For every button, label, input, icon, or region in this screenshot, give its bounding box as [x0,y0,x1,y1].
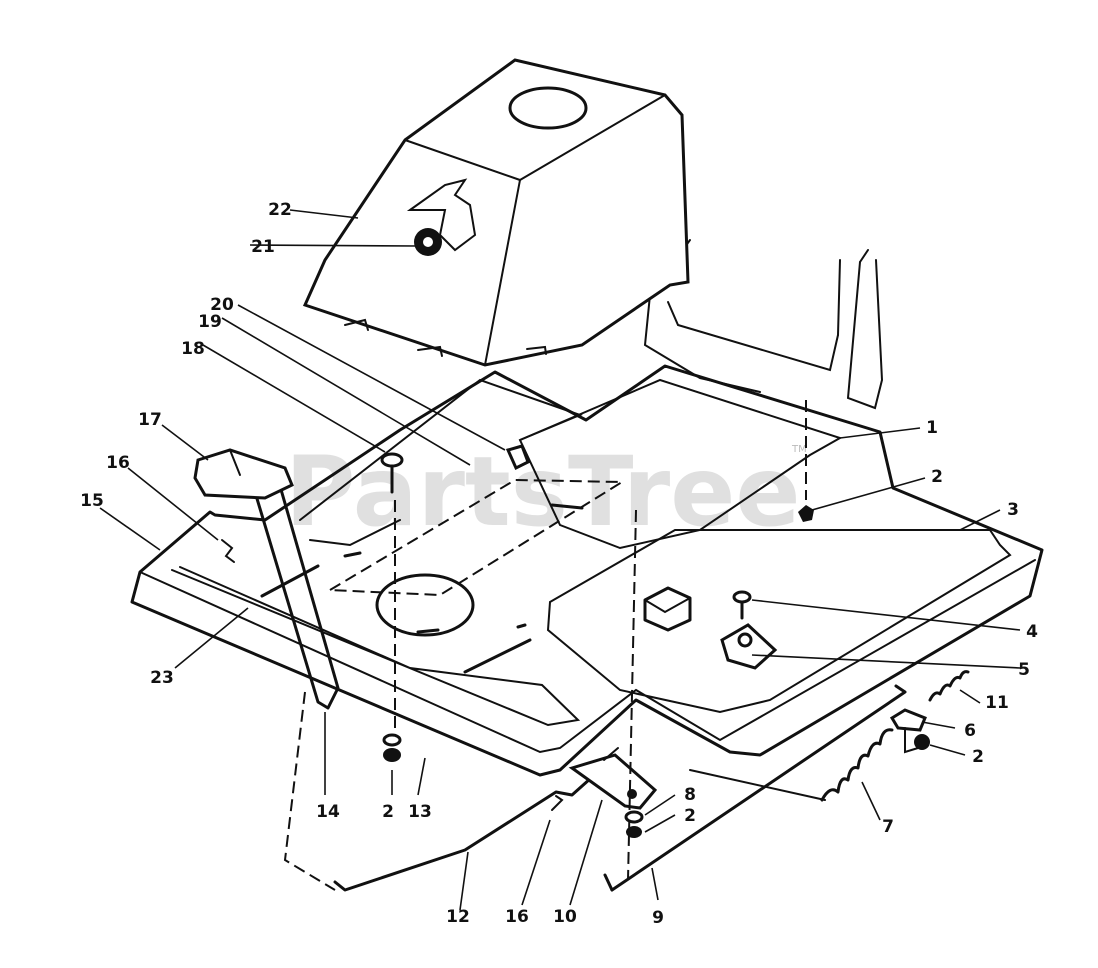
brake-rod [283,691,602,892]
callout-10: 10 [553,907,577,927]
link-plate [889,708,927,754]
fender-deck [130,364,1044,777]
callout-23: 23 [150,668,174,688]
callout-9: 9 [652,908,664,928]
callout-16: 16 [106,453,130,473]
callout-22: 22 [268,200,292,220]
callout-18: 18 [181,339,205,359]
callout-5: 5 [1018,660,1030,680]
callout-2: 2 [972,747,984,767]
callout-8: 8 [684,785,696,805]
pan-cover [302,58,690,367]
callout-7: 7 [882,817,894,837]
callout-11: 11 [985,693,1009,713]
spring-7 [689,728,894,802]
callout-4: 4 [1026,622,1038,642]
callout-1: 1 [926,418,938,438]
leader-lines [99,209,1021,911]
spring-11 [928,670,970,702]
callout-16: 16 [505,907,529,927]
callout-2: 2 [382,802,394,822]
bracket-plate [568,747,658,810]
callout-labels: 1 2 3 4 5 11 6 2 7 8 2 9 10 16 12 2 13 1… [80,200,1038,928]
callout-20: 20 [210,295,234,315]
callout-15: 15 [80,491,104,511]
callout-2: 2 [931,467,943,487]
callout-13: 13 [408,802,432,822]
watermark-trademark: TM [791,444,807,455]
callout-21: 21 [251,237,275,257]
rod [603,509,907,892]
brake-pedal [193,448,340,710]
hardware [221,400,930,838]
callout-6: 6 [964,721,976,741]
callout-3: 3 [1007,500,1019,520]
callout-12: 12 [446,907,470,927]
callout-2: 2 [684,806,696,826]
callout-14: 14 [316,802,340,822]
callout-19: 19 [198,312,222,332]
callout-17: 17 [138,410,162,430]
